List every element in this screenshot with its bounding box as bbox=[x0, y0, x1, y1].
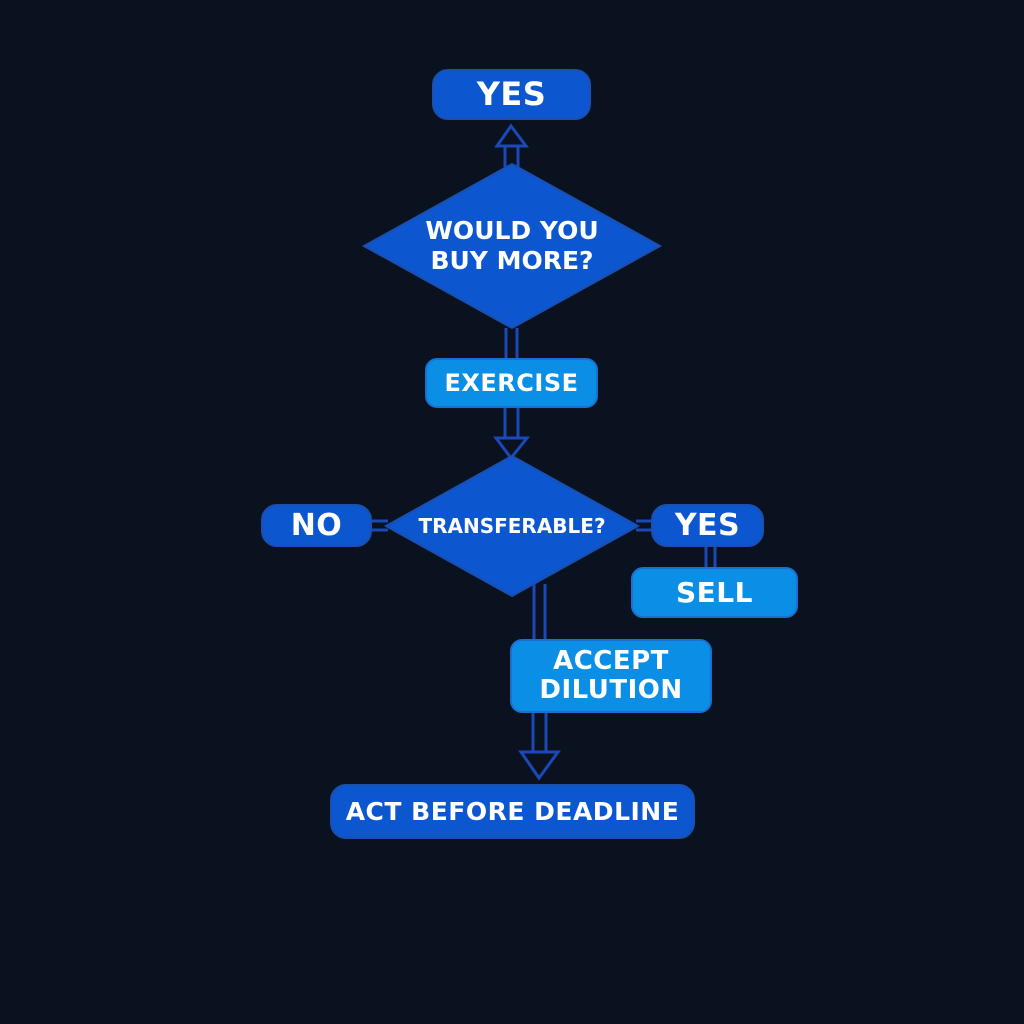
arrow-up-to-yes bbox=[494, 123, 529, 168]
arrow-to-act-before-deadline bbox=[518, 712, 561, 781]
no-node: NO bbox=[261, 504, 372, 547]
sell-node: SELL bbox=[631, 567, 798, 618]
connector-diamond-to-exercise bbox=[504, 328, 519, 358]
right-yes-node: YES bbox=[651, 504, 764, 547]
decision-diamond-transferable bbox=[383, 454, 641, 598]
connector-to-no bbox=[372, 519, 388, 532]
accept-dilution-node: ACCEPT DILUTION bbox=[510, 639, 712, 713]
decision-label-transferable: TRANSFERABLE? bbox=[418, 514, 606, 538]
top-yes-node: YES bbox=[432, 69, 591, 120]
connector-to-right-yes bbox=[636, 519, 652, 532]
act-before-deadline-node: ACT BEFORE DEADLINE bbox=[330, 784, 695, 839]
connector-to-accept-dilution bbox=[532, 584, 547, 640]
decision-label-buy-more: WOULD YOU BUY MORE? bbox=[425, 216, 599, 275]
connector-yes-to-sell bbox=[704, 546, 717, 568]
exercise-node: EXERCISE bbox=[425, 358, 598, 408]
decision-diamond-buy-more bbox=[361, 162, 663, 330]
arrow-exercise-to-transferable bbox=[493, 408, 531, 461]
